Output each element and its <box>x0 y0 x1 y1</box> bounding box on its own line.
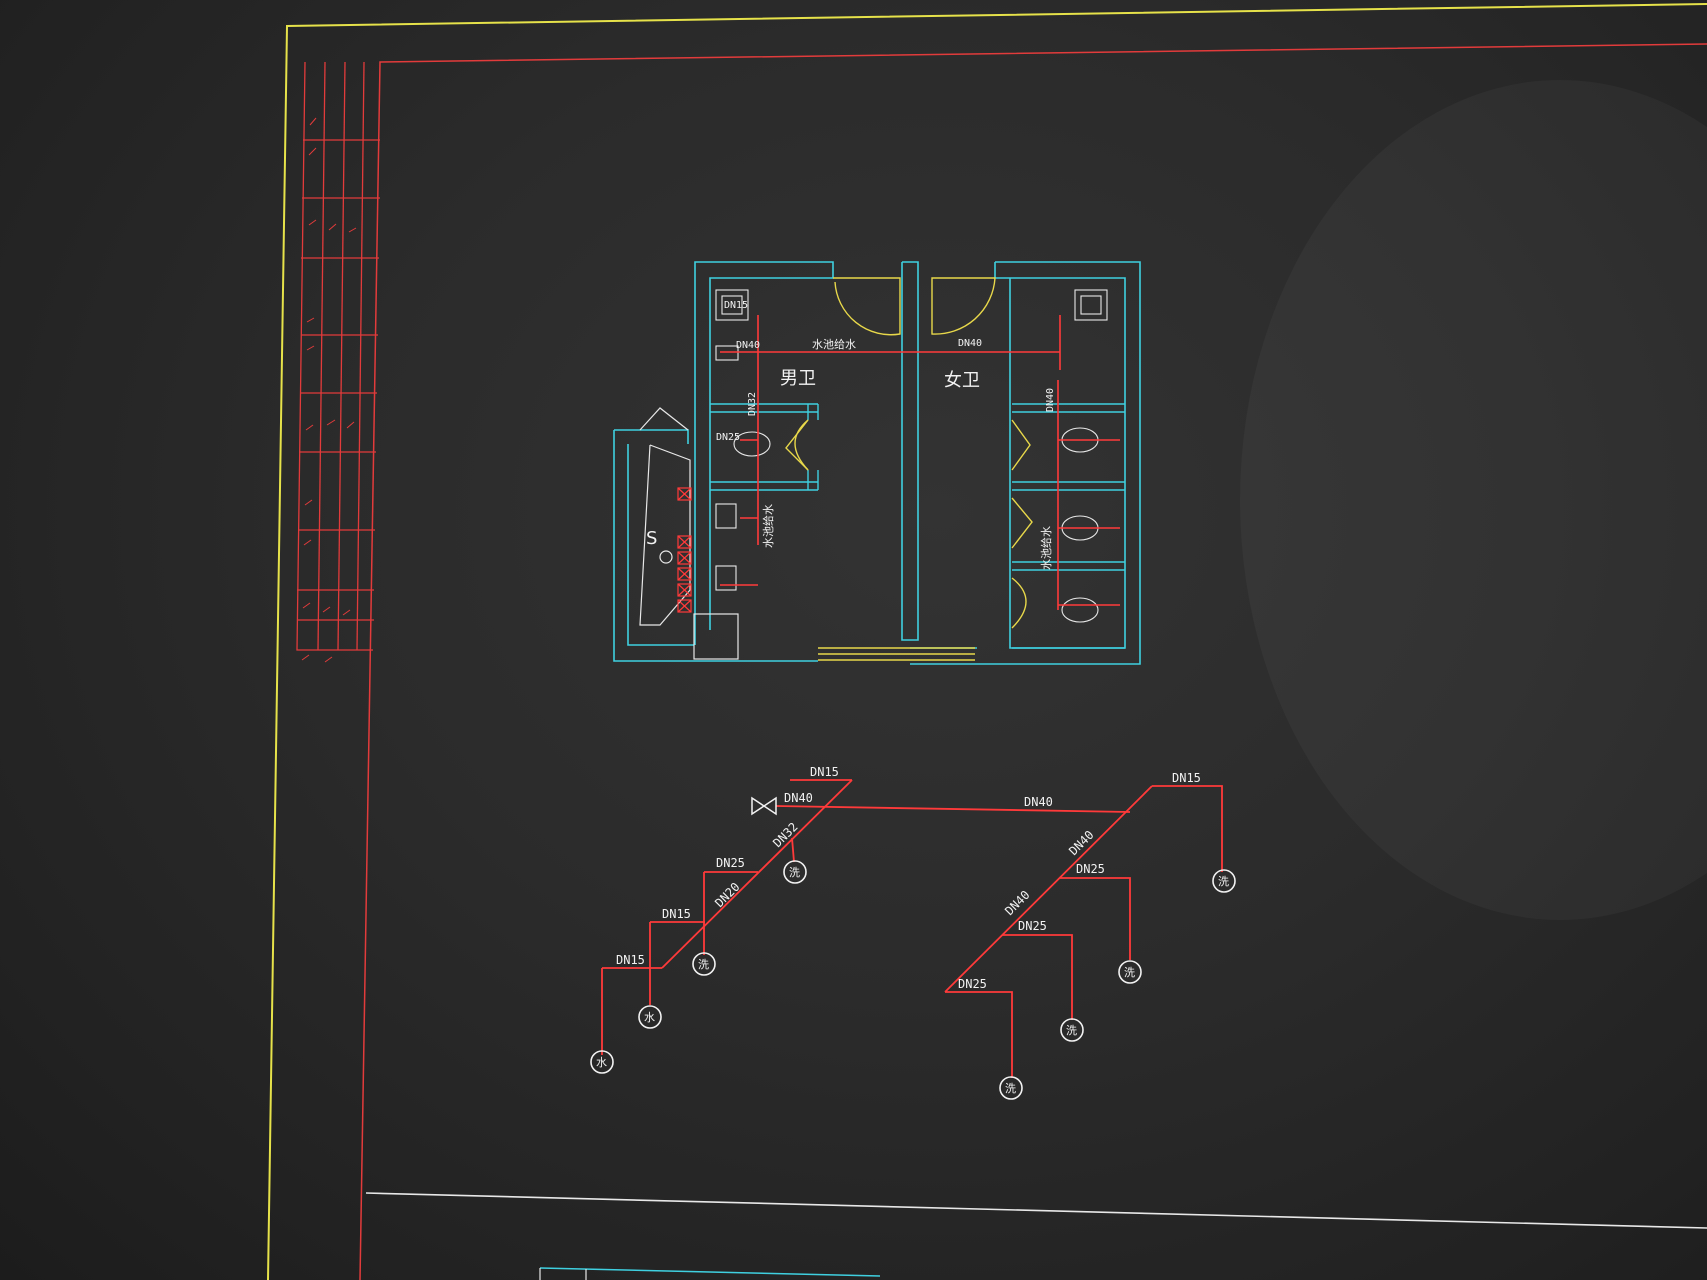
basin-icon <box>715 289 749 321</box>
floor-plan: S <box>613 261 1141 665</box>
yellow-frame-border <box>267 3 1707 1280</box>
riser-note-right: 水池给水 <box>1040 526 1053 570</box>
iso-label-dn40-right-riser: DN40 <box>1066 828 1096 858</box>
men-cubicles <box>710 403 819 491</box>
plan-dn-tap: DN25 <box>716 432 740 443</box>
bottom-title-lines <box>365 1192 1707 1280</box>
riser-note-top: 水池给水 <box>812 338 856 351</box>
title-block-ticks <box>301 117 357 663</box>
riser-note-mid: 水池给水 <box>762 504 775 548</box>
iso-label-dn25-right-c: DN25 <box>958 977 987 991</box>
plan-dn-right-riser: DN40 <box>1045 388 1056 412</box>
plan-dn-left-riser: DN32 <box>747 392 758 416</box>
fixture-label-f6: 洗 <box>1124 966 1135 979</box>
urinal-icons <box>677 487 692 613</box>
fixture-label-f4: 洗 <box>789 866 800 879</box>
plan-dn-mid: DN40 <box>736 340 760 351</box>
iso-label-dn15-low: DN15 <box>616 953 645 967</box>
iso-label-dn25-left: DN25 <box>716 856 745 870</box>
sink-symbol: S <box>646 528 657 549</box>
fixture-circle-f1 <box>590 1050 614 1074</box>
fixture-circle-f5 <box>1212 869 1236 893</box>
fixture-label-f2: 水 <box>644 1011 655 1024</box>
iso-label-dn20-left: DN20 <box>712 880 742 910</box>
plan-walls <box>613 261 1141 665</box>
fixture-circle-f3 <box>692 952 716 976</box>
iso-label-dn25-right-a: DN25 <box>1076 862 1105 876</box>
toilet-icon <box>733 431 771 457</box>
fixture-circle-f7 <box>1060 1018 1084 1042</box>
iso-fixture-circles <box>590 860 1236 1100</box>
women-cubicles <box>1012 403 1125 649</box>
fixture-circle-f2 <box>638 1005 662 1029</box>
vestibule <box>639 407 739 660</box>
plan-doors <box>785 277 1033 661</box>
floor-drain-icon <box>659 550 673 564</box>
red-inner-border <box>359 43 1707 1280</box>
plan-fixtures <box>715 289 1108 623</box>
iso-label-dn15-right: DN15 <box>1172 771 1201 785</box>
screen-glare <box>1240 80 1707 920</box>
title-block-column <box>296 61 380 651</box>
fixture-label-f7: 洗 <box>1066 1024 1077 1037</box>
room-label-men: 男卫 <box>780 368 816 389</box>
fixture-label-f5: 洗 <box>1218 875 1229 888</box>
plan-dn-small: DN15 <box>724 300 748 311</box>
plan-pipes <box>720 315 1120 610</box>
iso-label-dn40-main: DN40 <box>1024 795 1053 809</box>
basin-icon <box>1074 289 1108 321</box>
gate-valve-icon <box>751 796 777 816</box>
room-label-women: 女卫 <box>944 370 980 391</box>
iso-label-dn15-top: DN15 <box>810 765 839 779</box>
iso-label-dn40-valve: DN40 <box>784 791 813 805</box>
drawing-frame <box>267 3 1707 1280</box>
iso-pipes <box>601 779 1223 1078</box>
plan-dn-main: DN40 <box>958 338 982 349</box>
iso-pipe-diagram: 水 水 洗 洗 洗 洗 洗 洗 DN15 DN40 DN32 DN25 DN20… <box>590 765 1236 1100</box>
fixture-circle-f8 <box>999 1076 1023 1100</box>
iso-fixture-glyphs: 水 水 洗 洗 洗 洗 洗 洗 <box>596 866 1229 1095</box>
iso-label-dn25-right-b: DN25 <box>1018 919 1047 933</box>
fixture-circle-f4 <box>783 860 807 884</box>
toilet-icon <box>1061 597 1099 623</box>
fixture-label-f3: 洗 <box>698 958 709 971</box>
iso-label-dn15-mid: DN15 <box>662 907 691 921</box>
fixture-circle-f6 <box>1118 960 1142 984</box>
fixture-label-f8: 洗 <box>1005 1082 1016 1095</box>
iso-label-dn40-right-low: DN40 <box>1002 888 1032 918</box>
fixture-label-f1: 水 <box>596 1056 607 1069</box>
